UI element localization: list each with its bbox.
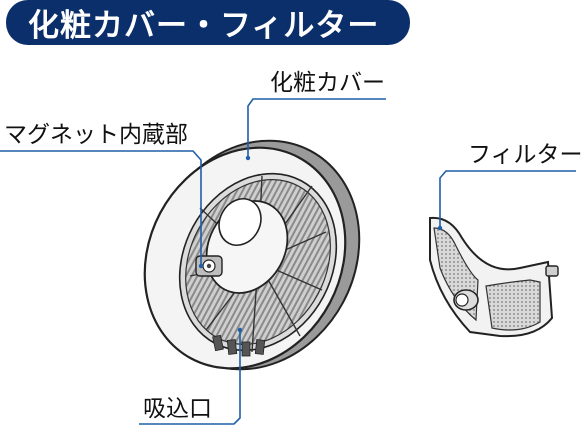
page-title: 化粧カバー・フィルター — [28, 8, 380, 44]
intake-label: 吸込口 — [143, 396, 212, 422]
cover-leader-line — [247, 98, 386, 158]
cover-label: 化粧カバー — [270, 70, 385, 96]
intake-leader-line — [139, 330, 241, 425]
magnet-leader-line — [0, 150, 202, 266]
magnet-housing — [195, 255, 223, 277]
decorative-cover — [143, 139, 361, 371]
title-banner: 化粧カバー・フィルター — [6, 0, 410, 45]
filter-label: フィルター — [468, 142, 583, 168]
leader-lines — [0, 98, 576, 425]
filter-leader-line — [439, 170, 576, 228]
magnet-label: マグネット内蔵部 — [4, 122, 188, 148]
filter-part — [429, 216, 559, 338]
